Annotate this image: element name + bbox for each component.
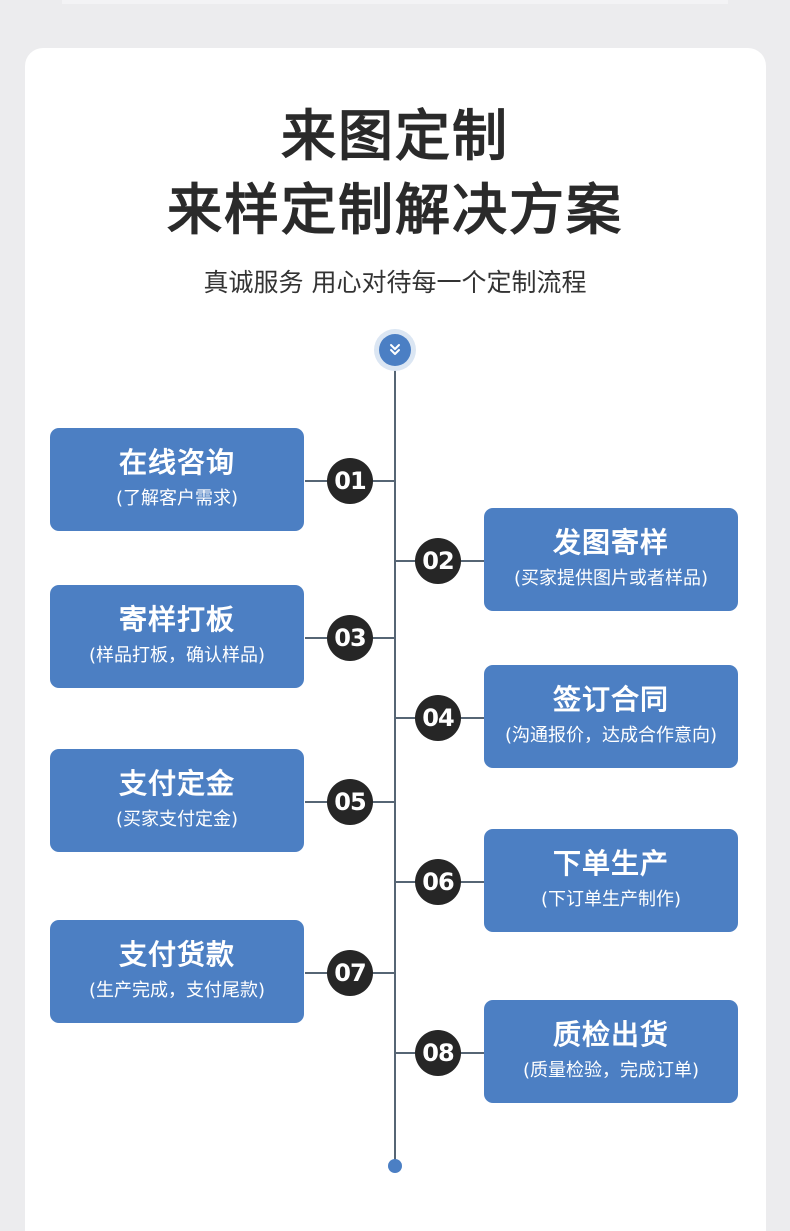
- step-number-badge: 07: [327, 950, 373, 996]
- step-description: (下订单生产制作): [540, 889, 682, 910]
- page-title-secondary: 来样定制解决方案: [166, 178, 623, 242]
- step-box: 质检出货 (质量检验，完成订单): [484, 1000, 738, 1103]
- step-title: 支付定金: [118, 767, 235, 800]
- step-description: (买家支付定金): [115, 809, 239, 830]
- top-divider: [62, 0, 728, 4]
- step-description: (样品打板，确认样品): [88, 645, 266, 666]
- timeline-end-dot: [388, 1159, 402, 1173]
- step-description: (质量检验，完成订单): [522, 1060, 700, 1081]
- step-title: 下单生产: [552, 847, 669, 880]
- step-box: 在线咨询 (了解客户需求): [50, 428, 304, 531]
- step-box: 支付货款 (生产完成，支付尾款): [50, 920, 304, 1023]
- double-chevron-down-icon: [379, 334, 411, 366]
- step-number-badge: 04: [415, 695, 461, 741]
- step-title: 寄样打板: [118, 603, 235, 636]
- step-title: 签订合同: [552, 683, 669, 716]
- step-title: 在线咨询: [118, 446, 235, 479]
- step-box: 发图寄样 (买家提供图片或者样品): [484, 508, 738, 611]
- step-box: 签订合同 (沟通报价，达成合作意向): [484, 665, 738, 768]
- step-box: 寄样打板 (样品打板，确认样品): [50, 585, 304, 688]
- step-number-badge: 03: [327, 615, 373, 661]
- step-number-badge: 06: [415, 859, 461, 905]
- timeline-line: [394, 362, 396, 1166]
- step-description: (沟通报价，达成合作意向): [504, 725, 718, 746]
- step-title: 发图寄样: [552, 526, 669, 559]
- step-description: (买家提供图片或者样品): [513, 568, 709, 589]
- step-title: 支付货款: [118, 938, 235, 971]
- step-number-badge: 08: [415, 1030, 461, 1076]
- step-description: (了解客户需求): [115, 488, 239, 509]
- step-number-badge: 01: [327, 458, 373, 504]
- step-number-badge: 05: [327, 779, 373, 825]
- page-subtitle: 真诚服务 用心对待每一个定制流程: [203, 268, 587, 297]
- page-title: 来图定制: [280, 104, 509, 168]
- step-box: 支付定金 (买家支付定金): [50, 749, 304, 852]
- step-title: 质检出货: [552, 1018, 669, 1051]
- step-description: (生产完成，支付尾款): [88, 980, 266, 1001]
- step-number-badge: 02: [415, 538, 461, 584]
- step-box: 下单生产 (下订单生产制作): [484, 829, 738, 932]
